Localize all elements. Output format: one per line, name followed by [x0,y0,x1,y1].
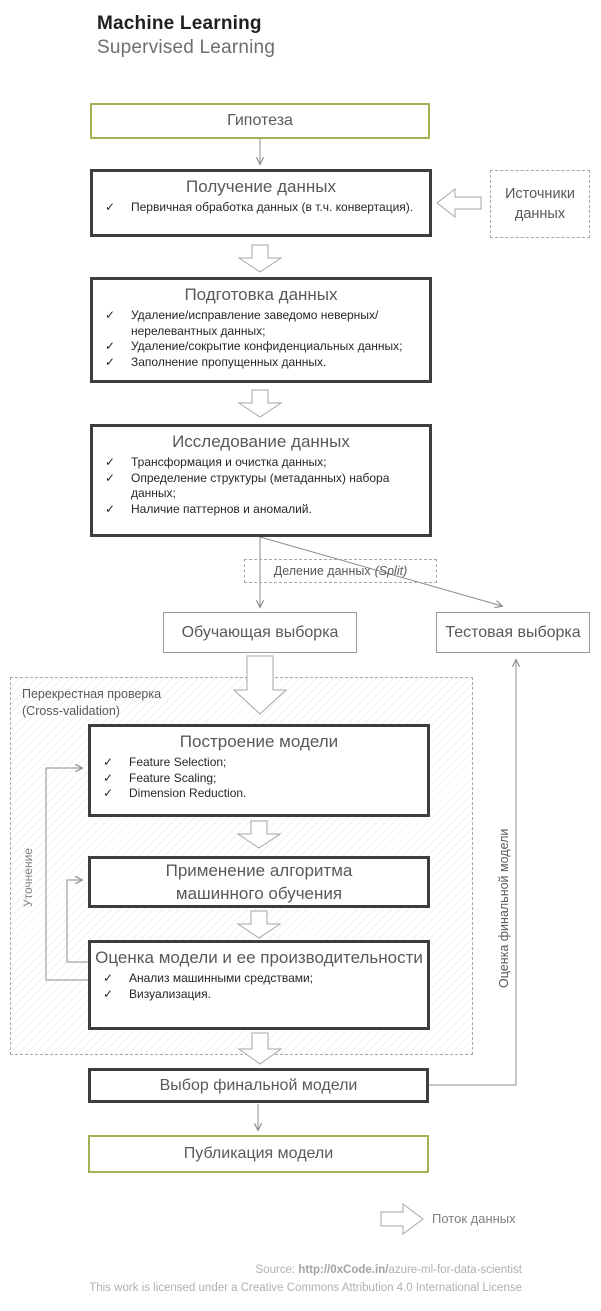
node-model-building-bullets: Feature Selection;Feature Scaling;Dimens… [91,755,427,802]
node-exploration: Исследование данных Трансформация и очис… [90,424,432,537]
bullet-item: Удаление/исправление заведомо неверных/н… [103,308,423,339]
block-arrow-algorithm-to-evaluation-icon [236,910,282,939]
node-publish: Публикация модели [88,1135,429,1173]
node-acquisition-bullets: Первичная обработка данных (в т.ч. конве… [93,200,429,216]
node-exploration-title: Исследование данных [172,432,350,451]
bullet-item: Dimension Reduction. [101,786,421,802]
node-hypothesis: Гипотеза [90,103,430,139]
node-final-model-label: Выбор финальной модели [159,1076,358,1094]
node-test-set: Тестовая выборка [436,612,590,653]
footer-source-url-bold: http://0xCode.in/ [298,1264,389,1276]
bullet-item: Первичная обработка данных (в т.ч. конве… [103,200,423,216]
node-evaluation-title: Оценка модели и ее производительности [95,948,423,967]
node-acquisition-title: Получение данных [186,177,336,196]
node-split: Деление данных (Split) [244,559,437,583]
node-preparation-title: Подготовка данных [184,285,338,304]
footer-license-line: This work is licensed under a Creative C… [89,1282,522,1294]
block-arrow-acquisition-to-preparation-icon [237,244,283,273]
bullet-item: Визуализация. [101,987,421,1003]
bullet-item: Заполнение пропущенных данных. [103,355,423,371]
node-evaluation: Оценка модели и ее производительности Ан… [88,940,430,1030]
block-arrow-training-to-model-building-icon [232,655,288,715]
footer-source-prefix: Source: [255,1264,299,1276]
node-hypothesis-label: Гипотеза [227,112,293,129]
node-algorithm-label-line2: машинного обучения [175,884,343,903]
bullet-item: Трансформация и очистка данных; [103,455,423,471]
block-arrow-sources-to-acquisition-icon [436,187,482,219]
node-acquisition: Получение данных Первичная обработка дан… [90,169,432,237]
block-arrow-evaluation-to-final-model-icon [237,1032,283,1065]
legend-data-flow-label: Поток данных [432,1211,516,1226]
page-subtitle: Supervised Learning [97,37,276,58]
node-publish-label: Публикация модели [183,1145,334,1162]
bullet-item: Анализ машинными средствами; [101,971,421,987]
bullet-item: Определение структуры (метаданных) набор… [103,471,423,502]
node-evaluation-bullets: Анализ машинными средствами;Визуализация… [91,971,427,1002]
node-training-set: Обучающая выборка [163,612,357,653]
bullet-item: Feature Selection; [101,755,421,771]
node-exploration-bullets: Трансформация и очистка данных;Определен… [93,455,429,517]
cross-validation-label: Перекрестная проверка (Cross-validation) [22,686,161,720]
bullet-item: Наличие паттернов и аномалий. [103,502,423,518]
footer-source-line: Source: http://0xCode.in/azure-ml-for-da… [89,1261,523,1279]
node-model-building-title: Построение модели [179,732,339,751]
node-algorithm-label-line1: Применение алгоритма [165,861,353,880]
final-evaluation-label: Оценка финальной модели [497,828,511,988]
node-test-set-label: Тестовая выборка [445,623,581,641]
data-flow-legend-arrow-icon [380,1203,424,1235]
node-split-label: Деление данных [273,564,371,578]
footer: Source: http://0xCode.in/azure-ml-for-da… [89,1261,522,1297]
block-arrow-preparation-to-exploration-icon [237,389,283,418]
cross-validation-label-line2: (Cross-validation) [22,704,120,718]
arrow-exploration-to-test-set [259,536,502,606]
bullet-item: Удаление/сокрытие конфиденциальных данны… [103,339,423,355]
node-model-building: Построение модели Feature Selection;Feat… [88,724,430,817]
node-preparation: Подготовка данных Удаление/исправление з… [90,277,432,383]
node-data-sources-label-line1: Источники [504,186,575,202]
refinement-label: Уточнение [21,848,35,907]
cross-validation-label-line1: Перекрестная проверка [22,687,162,701]
node-split-label-italic: (Split) [374,564,408,578]
node-training-set-label: Обучающая выборка [181,623,339,641]
node-preparation-bullets: Удаление/исправление заведомо неверных/н… [93,308,429,370]
page-title: Machine Learning [97,13,262,34]
node-algorithm: Применение алгоритма машинного обучения [88,856,430,908]
node-final-model: Выбор финальной модели [88,1068,429,1103]
block-arrow-building-to-algorithm-icon [236,820,282,849]
arrow-refinement-to-algorithm [66,880,88,963]
bullet-item: Feature Scaling; [101,771,421,787]
arrow-refinement-to-model-building [45,768,88,981]
arrow-final-model-to-test-set [429,660,516,1086]
node-data-sources: Источники данных [490,170,590,238]
footer-source-suffix: azure-ml-for-data-scientist [388,1264,522,1276]
node-data-sources-label-line2: данных [514,206,566,222]
